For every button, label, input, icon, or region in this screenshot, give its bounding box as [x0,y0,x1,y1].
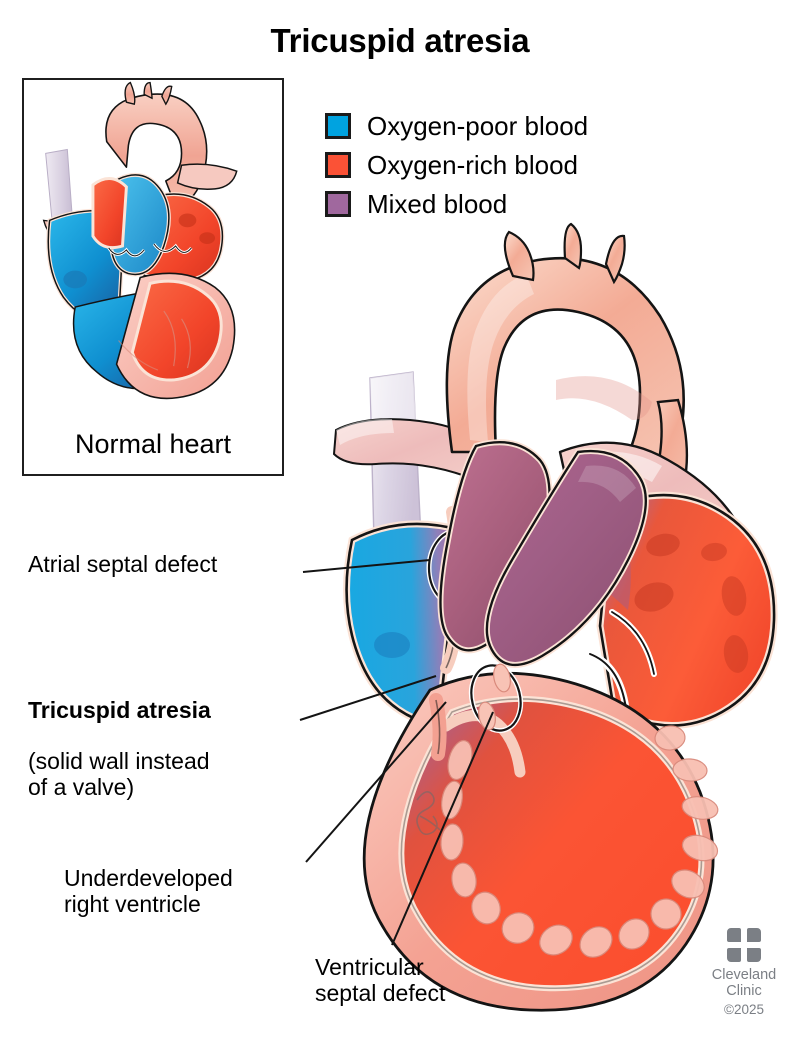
right-pulmonary-artery-stub [332,418,484,482]
normal-heart-inset: Normal heart [22,78,284,476]
leader-ventricular-septal-defect [391,711,494,946]
brand-name-line-2: Clinic [726,983,762,1000]
inset-caption: Normal heart [74,429,232,459]
leader-lines [299,559,494,946]
legend-item-mixed: Mixed blood [325,184,588,223]
brand-name-line-1: Cleveland [711,967,777,983]
interventricular-septum [440,662,526,778]
page-title: Tricuspid atresia [270,22,530,59]
leader-atrial-septal-defect [302,559,431,573]
valve-cusps [466,609,657,742]
atrial-septal-defect-marker [426,528,486,610]
trabeculae [440,725,719,958]
copyright-notice: ©2025 [724,1002,764,1018]
callout-atrial-septal-defect: Atrial septal defect [28,551,218,577]
legend-item-oxygen-rich: Oxygen-rich blood [325,145,588,184]
ventricular-septal-defect-marker [468,662,524,734]
callout-tricuspid-atresia-heading: Tricuspid atresia [28,696,211,723]
atrial-septum [426,506,486,674]
cleveland-clinic-logo-icon [727,928,761,962]
legend-label-oxygen-rich: Oxygen-rich blood [367,149,578,180]
legend-swatch-oxygen-poor [325,112,351,139]
callout-ventricular-septal-defect: Ventricular septal defect [315,954,446,1006]
legend-swatch-oxygen-rich [325,151,351,178]
tricuspid-atresia-solid-wall [429,693,447,761]
artist-signature [416,791,441,836]
normal-heart-diagram [42,81,238,400]
legend-swatch-mixed [325,190,351,217]
main-pulmonary-artery [558,441,742,577]
callout-tricuspid-atresia: Tricuspid atresia (solid wall instead of… [28,672,211,801]
legend: Oxygen-poor blood Oxygen-rich blood Mixe… [325,106,588,223]
callout-underdeveloped-right-ventricle: Underdeveloped right ventricle [64,865,233,917]
legend-label-mixed: Mixed blood [367,188,508,219]
aorta [445,222,689,530]
callout-tricuspid-atresia-subtext: (solid wall instead of a valve) [28,748,210,800]
mixed-blood-outflow-tracts [437,439,649,668]
right-atrium [343,520,464,731]
cleveland-clinic-branding: Cleveland Clinic ©2025 [700,928,788,1017]
superior-vena-cava [369,371,422,543]
left-atrium [596,491,778,729]
leader-tricuspid-atresia [299,675,437,721]
legend-label-oxygen-poor: Oxygen-poor blood [367,110,589,141]
leader-underdeveloped-right-ventricle [305,701,447,863]
legend-item-oxygen-poor: Oxygen-poor blood [325,106,588,145]
